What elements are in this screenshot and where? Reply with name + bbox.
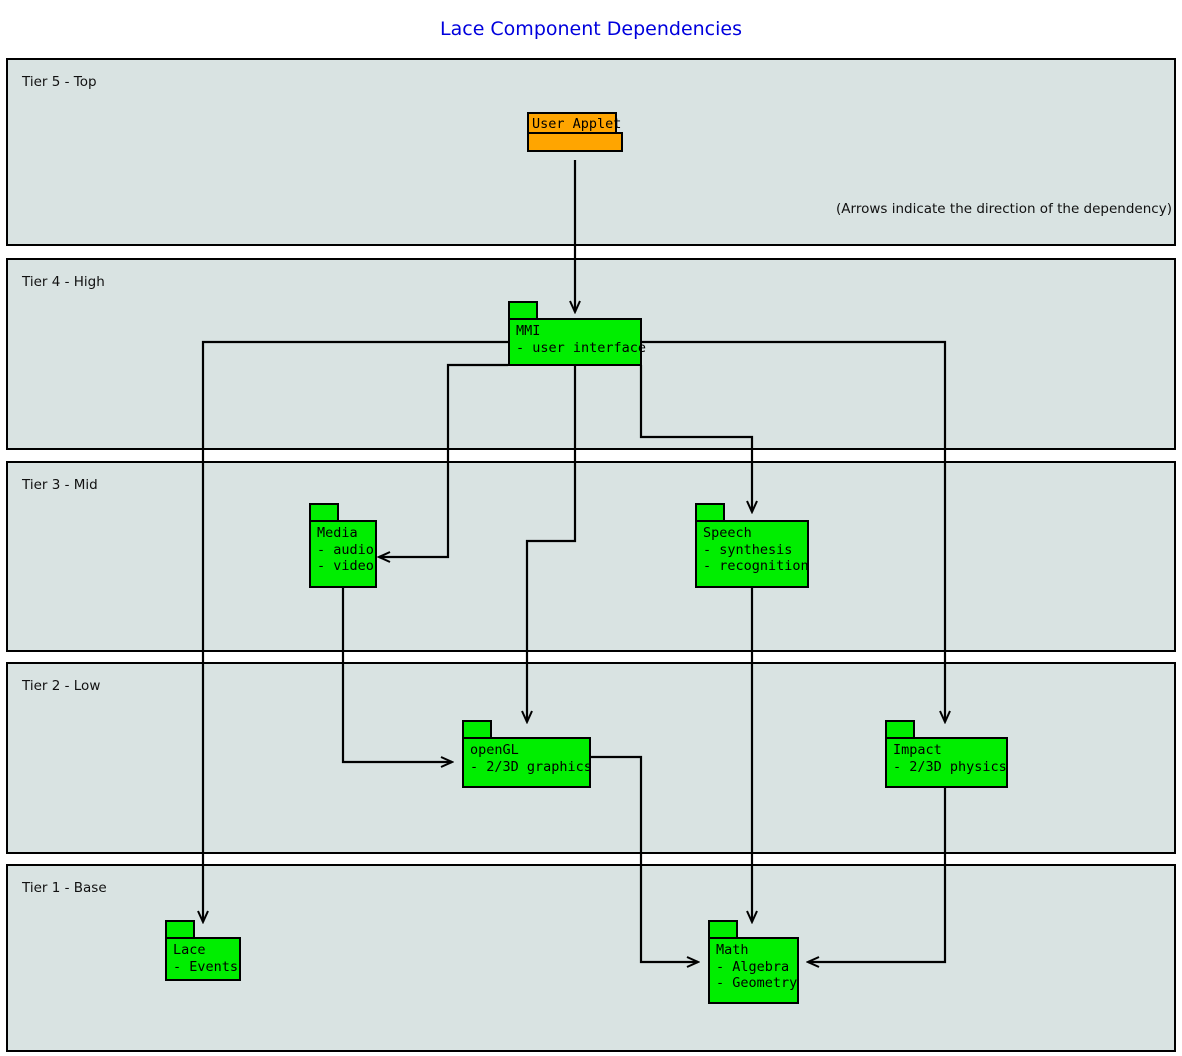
component-opengl[interactable]: openGL - 2/3D graphics — [462, 720, 592, 788]
user-applet-label: User Applet — [527, 112, 621, 134]
mmi-detail-1: - user interface — [516, 339, 647, 356]
tier-label-high: Tier 4 - High — [22, 274, 105, 290]
tier-label-low: Tier 2 - Low — [22, 678, 101, 694]
math-name: Math — [716, 942, 749, 958]
speech-name: Speech — [703, 525, 752, 541]
lace-body: Lace - Events — [165, 937, 241, 981]
media-detail-2: - video — [317, 558, 374, 574]
mmi-name: MMI — [516, 323, 541, 339]
speech-detail-1: - synthesis — [703, 541, 793, 558]
media-name: Media — [317, 525, 358, 541]
component-impact[interactable]: Impact - 2/3D physics — [885, 720, 1008, 788]
tier-container-high: Tier 4 - High — [6, 258, 1176, 450]
speech-detail-2: - recognition — [703, 558, 809, 574]
component-media[interactable]: Media - audio - video — [309, 503, 377, 588]
tier-label-mid: Tier 3 - Mid — [22, 477, 98, 493]
component-lace[interactable]: Lace - Events — [165, 920, 241, 981]
tier-container-top: Tier 5 - Top — [6, 58, 1176, 246]
tier-label-top: Tier 5 - Top — [22, 74, 97, 90]
component-mmi[interactable]: MMI - user interface — [508, 301, 647, 366]
impact-name: Impact — [893, 742, 942, 758]
user-applet-body — [527, 132, 623, 152]
component-user-applet[interactable]: User Applet — [527, 112, 623, 154]
math-detail-2: - Geometry — [716, 975, 798, 991]
impact-detail-1: - 2/3D physics — [893, 758, 1007, 775]
math-body: Math - Algebra - Geometry — [708, 937, 799, 1004]
mmi-body: MMI - user interface — [508, 318, 647, 366]
math-detail-1: - Algebra — [716, 958, 790, 975]
opengl-name: openGL — [470, 742, 519, 758]
media-detail-1: - audio — [317, 541, 374, 558]
impact-body: Impact - 2/3D physics — [885, 737, 1008, 788]
media-body: Media - audio - video — [309, 520, 377, 588]
component-speech[interactable]: Speech - synthesis - recognition — [695, 503, 809, 588]
arrow-direction-note: (Arrows indicate the direction of the de… — [836, 201, 1172, 217]
lace-detail-1: - Events — [173, 958, 239, 975]
tier-container-mid: Tier 3 - Mid — [6, 461, 1176, 652]
component-math[interactable]: Math - Algebra - Geometry — [708, 920, 799, 1004]
lace-name: Lace — [173, 942, 206, 958]
opengl-detail-1: - 2/3D graphics — [470, 758, 592, 775]
page-title: Lace Component Dependencies — [440, 18, 742, 40]
speech-body: Speech - synthesis - recognition — [695, 520, 809, 588]
opengl-body: openGL - 2/3D graphics — [462, 737, 592, 788]
tier-label-base: Tier 1 - Base — [22, 880, 107, 896]
